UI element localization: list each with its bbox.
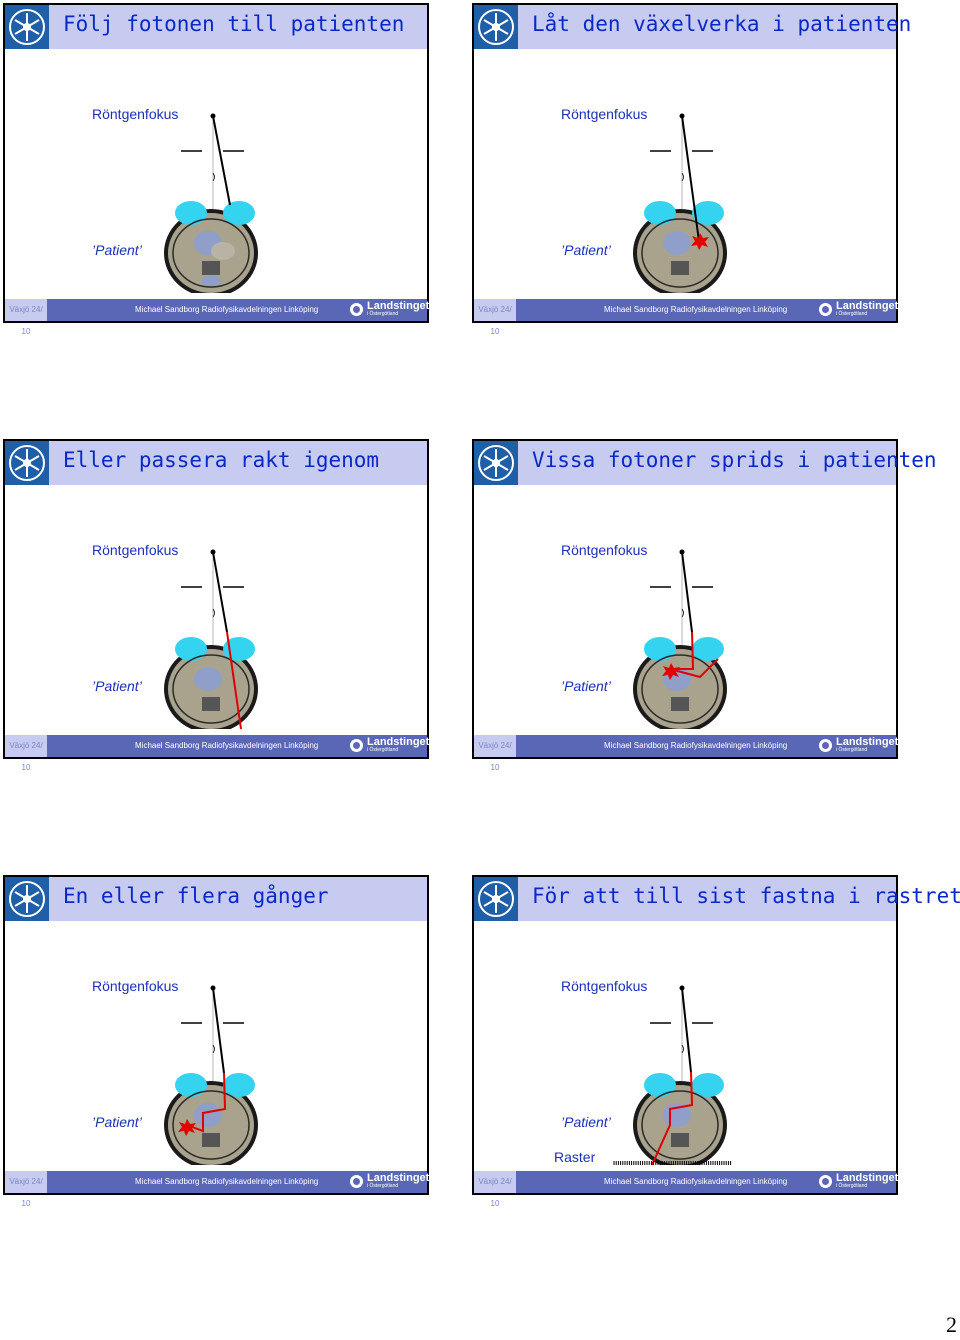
patient-label: ’Patient’ — [561, 678, 611, 694]
focus-label: Röntgenfokus — [92, 978, 179, 994]
interaction-burst-icon — [662, 663, 680, 680]
slide-footer: Växjö 24/ 10 Michael Sandborg Radiofysik… — [5, 1171, 429, 1208]
xray-scene — [633, 113, 727, 293]
raster-label: Raster — [554, 1149, 596, 1165]
snowflake-icon — [474, 877, 518, 921]
footer-author: Michael Sandborg Radiofysikavdelningen L… — [135, 305, 319, 314]
focus-label: Röntgenfokus — [92, 542, 179, 558]
slide-title: Följ fotonen till patienten — [63, 12, 405, 36]
landstinget-logo: Landstinget i Östergötland — [349, 736, 429, 755]
footer-author: Michael Sandborg Radiofysikavdelningen L… — [604, 741, 788, 750]
footer-date: Växjö 24/ 10 — [474, 735, 516, 772]
snowflake-icon — [5, 877, 49, 921]
patient-label: ’Patient’ — [561, 1114, 611, 1130]
slide-footer: Växjö 24/ 10 Michael Sandborg Radiofysik… — [5, 735, 429, 772]
xray-scene — [164, 549, 258, 729]
footer-author: Michael Sandborg Radiofysikavdelningen L… — [135, 1177, 319, 1186]
patient-phantom — [164, 637, 258, 729]
patient-label: ’Patient’ — [92, 1114, 142, 1130]
slide-header: För att till sist fastna i rastret — [474, 877, 960, 921]
landstinget-icon — [819, 1175, 832, 1188]
slide-3: Eller passera rakt igenom Röntgenfokus ’… — [3, 439, 429, 772]
slide-header: Eller passera rakt igenom — [5, 441, 427, 485]
focus-label: Röntgenfokus — [561, 978, 648, 994]
slide-title: Eller passera rakt igenom — [63, 448, 380, 472]
focus-label: Röntgenfokus — [92, 106, 179, 122]
slide-title: En eller flera gånger — [63, 884, 329, 908]
focus-label: Röntgenfokus — [561, 542, 648, 558]
snowflake-icon — [474, 441, 518, 485]
landstinget-logo: Landstinget i Östergötland — [818, 300, 898, 319]
footer-date: Växjö 24/ 10 — [474, 1171, 516, 1208]
landstinget-icon — [350, 1175, 363, 1188]
slide-footer: Växjö 24/ 10 Michael Sandborg Radiofysik… — [474, 735, 898, 772]
patient-label: ’Patient’ — [561, 242, 611, 258]
interaction-burst-icon — [178, 1119, 196, 1136]
slide-4: Vissa fotoner sprids i patienten Röntgen… — [472, 439, 937, 772]
footer-author: Michael Sandborg Radiofysikavdelningen L… — [604, 1177, 788, 1186]
page-number: 2 — [946, 1312, 957, 1337]
slide-title: Låt den växelverka i patienten — [532, 12, 912, 36]
focus-label: Röntgenfokus — [561, 106, 648, 122]
footer-date: Växjö 24/ 10 — [474, 299, 516, 336]
raster-grid — [613, 1161, 732, 1165]
landstinget-icon — [350, 739, 363, 752]
footer-date: Växjö 24/ 10 — [5, 299, 47, 336]
slide-header: Vissa fotoner sprids i patienten — [474, 441, 937, 485]
interaction-burst-icon — [691, 233, 709, 250]
slide-header: En eller flera gånger — [5, 877, 427, 921]
xray-scene — [164, 985, 258, 1165]
footer-date: Växjö 24/ 10 — [5, 1171, 47, 1208]
patient-phantom — [164, 1073, 258, 1165]
landstinget-logo: Landstinget i Östergötland — [349, 300, 429, 319]
xray-scene — [164, 113, 258, 293]
slide-footer: Växjö 24/ 10 Michael Sandborg Radiofysik… — [474, 1171, 898, 1208]
footer-author: Michael Sandborg Radiofysikavdelningen L… — [604, 305, 788, 314]
landstinget-icon — [819, 739, 832, 752]
footer-author: Michael Sandborg Radiofysikavdelningen L… — [135, 741, 319, 750]
patient-label: ’Patient’ — [92, 678, 142, 694]
snowflake-icon — [5, 5, 49, 49]
landstinget-icon — [350, 303, 363, 316]
footer-date: Växjö 24/ 10 — [5, 735, 47, 772]
slide-6: För att till sist fastna i rastret Röntg… — [472, 875, 960, 1208]
xray-scene — [613, 985, 732, 1165]
slide-header: Följ fotonen till patienten — [5, 5, 427, 49]
patient-phantom — [633, 201, 727, 293]
landstinget-icon — [819, 303, 832, 316]
patient-label: ’Patient’ — [92, 242, 142, 258]
xray-scene — [633, 549, 727, 729]
landstinget-logo: Landstinget i Östergötland — [818, 1172, 898, 1191]
patient-phantom — [164, 201, 258, 293]
patient-phantom — [633, 1073, 727, 1165]
slide-1: Följ fotonen till patienten Röntgenfokus… — [3, 3, 429, 336]
snowflake-icon — [5, 441, 49, 485]
slide-5: En eller flera gånger Röntgenfokus ’Pati… — [3, 875, 429, 1208]
slide-2: Låt den växelverka i patienten Röntgenfo… — [472, 3, 911, 336]
patient-phantom — [633, 637, 727, 729]
slide-header: Låt den växelverka i patienten — [474, 5, 911, 49]
slide-title: Vissa fotoner sprids i patienten — [532, 448, 937, 472]
slide-footer: Växjö 24/ 10 Michael Sandborg Radiofysik… — [474, 299, 898, 336]
landstinget-logo: Landstinget i Östergötland — [349, 1172, 429, 1191]
slide-footer: Växjö 24/ 10 Michael Sandborg Radiofysik… — [5, 299, 429, 336]
snowflake-icon — [474, 5, 518, 49]
landstinget-logo: Landstinget i Östergötland — [818, 736, 898, 755]
slide-title: För att till sist fastna i rastret — [532, 884, 960, 908]
